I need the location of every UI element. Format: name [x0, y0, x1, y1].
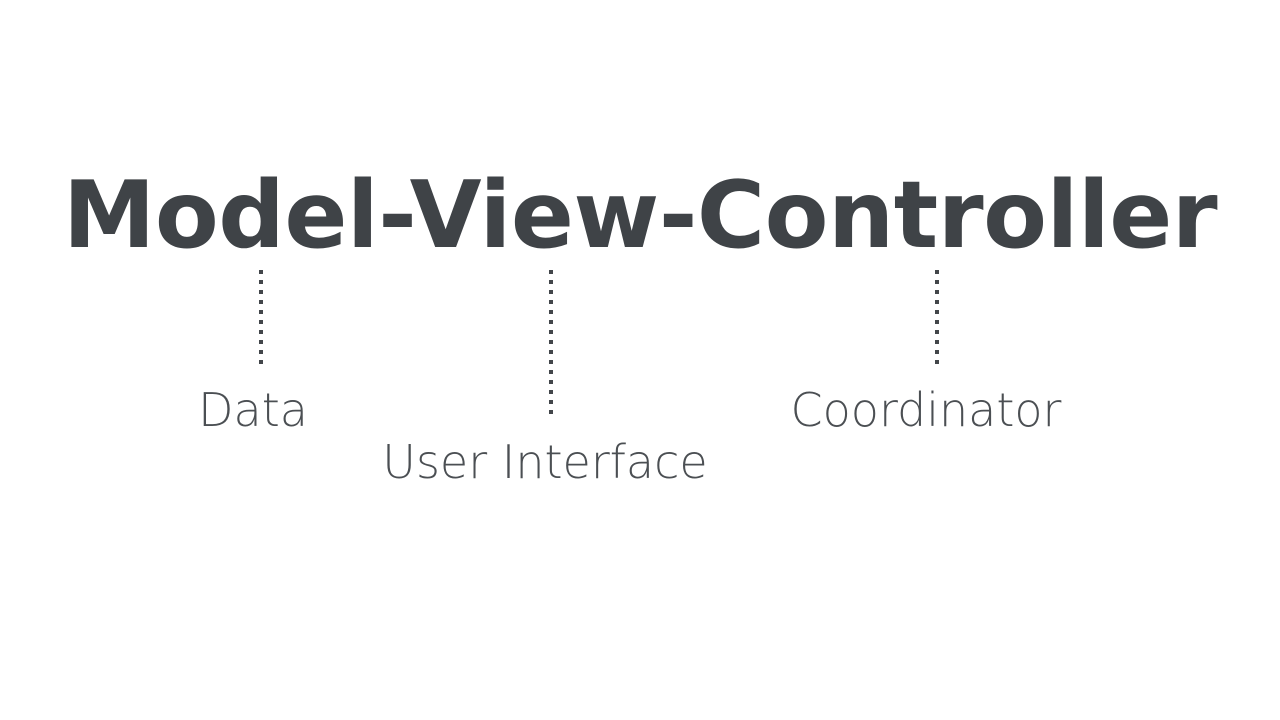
annotation-label-model: Data [198, 383, 308, 437]
page-title: Model-View-Controller [62, 161, 1218, 269]
connector-line-view [549, 270, 553, 419]
connector-line-controller [935, 270, 939, 366]
annotation-label-controller: Coordinator [790, 383, 1062, 437]
connector-line-model [259, 270, 263, 366]
annotation-label-view: User Interface [382, 435, 708, 489]
